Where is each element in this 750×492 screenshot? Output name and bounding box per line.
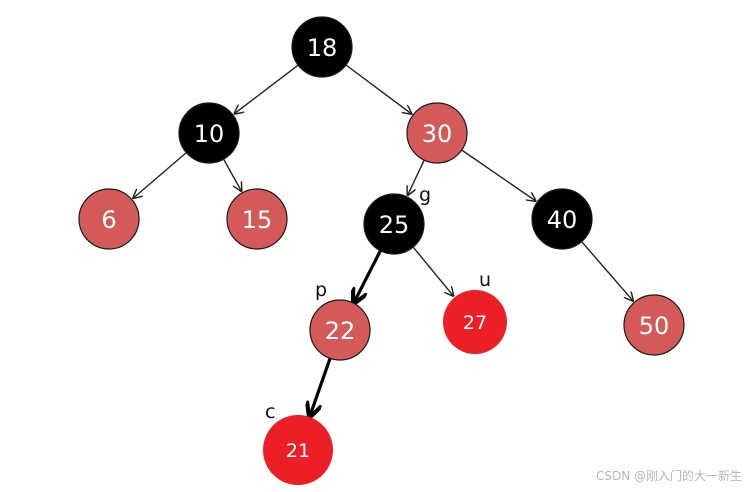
- node-label-30: 30: [422, 120, 453, 148]
- node-circle-21: [263, 415, 333, 485]
- tree-node-21: 21: [263, 415, 333, 485]
- annotation-u: u: [479, 269, 491, 291]
- node-label-21: 21: [286, 440, 310, 462]
- tree-node-18: 18: [291, 16, 353, 78]
- edge-25-to-22: [355, 249, 382, 302]
- node-label-25: 25: [379, 211, 410, 239]
- node-circle-27: [443, 290, 507, 354]
- edge-25-to-27: [412, 246, 453, 296]
- node-label-6: 6: [101, 206, 116, 234]
- edge-30-to-40: [461, 149, 536, 201]
- node-label-10: 10: [194, 120, 225, 148]
- node-circle-25: [363, 193, 425, 255]
- node-label-22: 22: [325, 317, 356, 345]
- node-label-15: 15: [242, 206, 273, 234]
- annotation-g: g: [419, 184, 431, 206]
- node-circle-15: [226, 188, 288, 250]
- node-circle-18: [291, 16, 353, 78]
- tree-node-30: 30: [406, 102, 468, 164]
- node-circle-40: [531, 188, 593, 250]
- edge-22-to-21: [310, 356, 332, 415]
- tree-node-15: 15: [226, 188, 288, 250]
- annotation-p: p: [315, 279, 327, 301]
- edge-30-to-25: [408, 159, 425, 195]
- edge-18-to-10: [235, 64, 299, 113]
- tree-node-22: 22: [309, 299, 371, 361]
- edge-10-to-15: [222, 158, 242, 191]
- edge-18-to-30: [345, 64, 411, 114]
- tree-node-50: 50: [623, 294, 685, 356]
- csdn-watermark: CSDN @刚入门的大一新生: [595, 469, 742, 483]
- node-circle-22: [309, 299, 371, 361]
- node-circle-50: [623, 294, 685, 356]
- edge-10-to-6: [133, 152, 187, 199]
- node-circle-30: [406, 102, 468, 164]
- node-circle-10: [178, 102, 240, 164]
- edge-40-to-50: [581, 241, 633, 301]
- node-circle-6: [78, 188, 140, 250]
- tree-node-25: 25: [363, 193, 425, 255]
- tree-node-40: 40: [531, 188, 593, 250]
- tree-node-27: 27: [443, 290, 507, 354]
- tree-node-10: 10: [178, 102, 240, 164]
- annotation-c: c: [265, 401, 275, 423]
- tree-node-6: 6: [78, 188, 140, 250]
- node-label-50: 50: [639, 312, 670, 340]
- node-label-40: 40: [547, 206, 578, 234]
- node-label-27: 27: [463, 312, 487, 334]
- node-label-18: 18: [307, 34, 338, 62]
